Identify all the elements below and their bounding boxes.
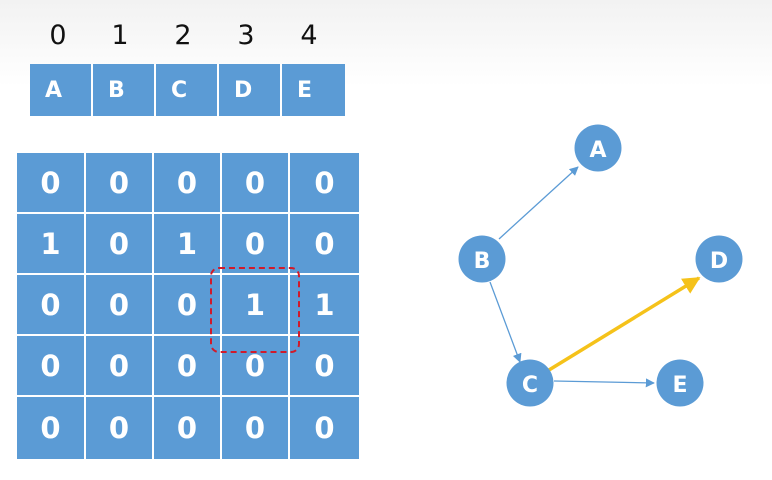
- index-label-2: 2: [174, 20, 192, 51]
- vertex-cell-d: D: [219, 64, 282, 116]
- matrix-cell-r1-c0: 1: [17, 214, 86, 275]
- graph-node-a: A: [574, 124, 622, 172]
- matrix-cell-r1-c1: 0: [86, 214, 154, 275]
- matrix-cell-r2-c4: 1: [290, 275, 359, 336]
- matrix-cell-r0-c4: 0: [290, 153, 359, 214]
- graph-node-label-a: A: [589, 138, 606, 163]
- index-label-4: 4: [300, 20, 318, 51]
- matrix-cell-r1-c3: 0: [222, 214, 290, 275]
- matrix-cell-r1-c4: 0: [290, 214, 359, 275]
- matrix-cell-r3-c0: 0: [17, 336, 86, 397]
- edge-b-to-a: [498, 166, 579, 240]
- graph-node-label-c: C: [522, 373, 538, 398]
- vertex-cell-a: A: [30, 64, 93, 116]
- edge-c-to-d: [548, 276, 701, 372]
- index-label-3: 3: [237, 20, 255, 51]
- vertex-cell-b: B: [93, 64, 156, 116]
- matrix-cell-r1-c2: 1: [154, 214, 222, 275]
- matrix-cell-r2-c1: 0: [86, 275, 154, 336]
- graph-node-d: D: [695, 235, 743, 283]
- matrix-cell-r4-c0: 0: [17, 397, 86, 459]
- index-label-1: 1: [111, 20, 129, 51]
- matrix-cell-r2-c3: 1: [222, 275, 290, 336]
- matrix-cell-r0-c1: 0: [86, 153, 154, 214]
- graph-node-b: B: [458, 235, 506, 283]
- edge-b-to-c: [489, 281, 522, 363]
- matrix-cell-r4-c2: 0: [154, 397, 222, 459]
- graph-node-e: E: [656, 359, 704, 407]
- matrix-cell-r3-c3: 0: [222, 336, 290, 397]
- graph-node-label-b: B: [474, 249, 491, 274]
- matrix-cell-r3-c4: 0: [290, 336, 359, 397]
- matrix-cell-r4-c1: 0: [86, 397, 154, 459]
- matrix-cell-r0-c2: 0: [154, 153, 222, 214]
- matrix-cell-r4-c3: 0: [222, 397, 290, 459]
- graph-node-label-e: E: [672, 373, 687, 398]
- vertex-cell-e: E: [282, 64, 345, 116]
- vertex-cell-c: C: [156, 64, 219, 116]
- matrix-cell-r3-c1: 0: [86, 336, 154, 397]
- matrix-cell-r0-c3: 0: [222, 153, 290, 214]
- matrix-cell-r2-c0: 0: [17, 275, 86, 336]
- graph-node-label-d: D: [710, 249, 728, 274]
- matrix-cell-r4-c4: 0: [290, 397, 359, 459]
- graph-node-c: C: [506, 359, 554, 407]
- index-label-0: 0: [49, 20, 67, 51]
- matrix-cell-r0-c0: 0: [17, 153, 86, 214]
- edge-c-to-e: [553, 378, 655, 388]
